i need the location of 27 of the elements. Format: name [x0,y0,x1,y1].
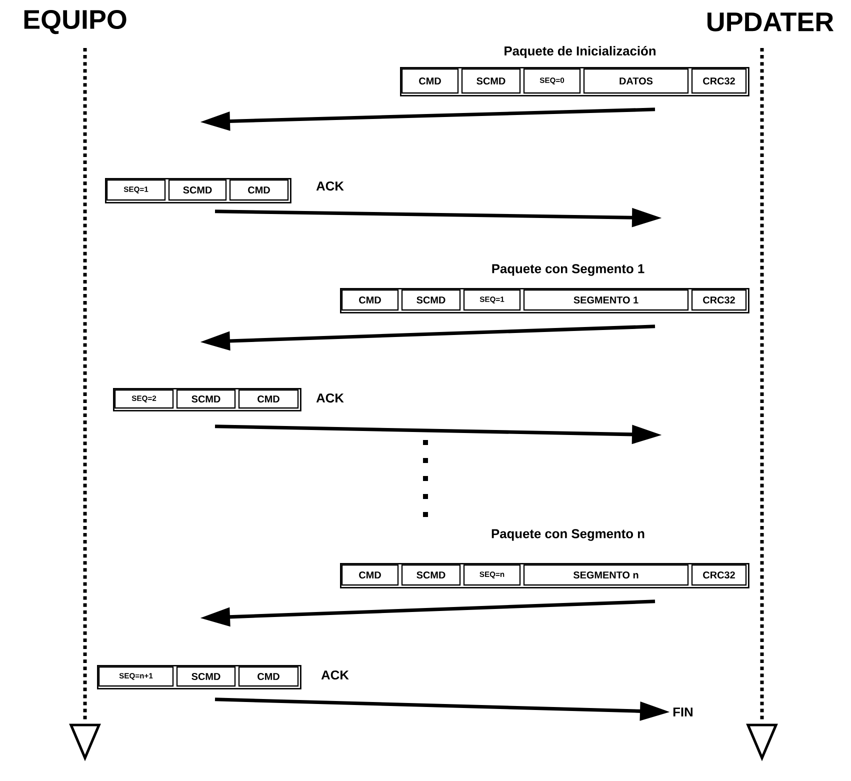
packet-field: CRC32 [691,289,747,311]
packet-field: SCMD [461,68,521,94]
packet-label: Paquete con Segmento 1 [492,264,644,276]
packet-field: SEGMENTO 1 [523,289,689,311]
end-label: FIN [673,708,692,716]
lifeline-heading: UPDATER [708,12,834,32]
packet-label: ACK [316,181,344,191]
packet-field: SCMD [401,564,461,586]
packet-field: SCMD [176,666,236,687]
packet-field: SEGMENTO n [523,564,689,586]
packet-field: SCMD [176,389,236,409]
packet-field: CRC32 [691,68,747,94]
packet-field: CMD [401,68,459,94]
packet-field: CRC32 [691,564,747,586]
packet-field: CMD [341,289,399,311]
packet-field: CMD [238,666,299,687]
packet-field: CMD [229,179,289,201]
packet-label: ACK [321,670,349,680]
packet-label: Paquete con Segmento n [492,529,644,541]
packet-label: ACK [316,393,344,403]
packet-field: CMD [238,389,299,409]
packet-field: DATOS [583,68,689,94]
packet-field: SCMD [168,179,227,201]
packet-field: SCMD [401,289,461,311]
lifeline-heading: EQUIPO [24,10,126,34]
packet-label: Paquete de Inicialización [504,46,656,58]
packet-field: CMD [341,564,399,586]
